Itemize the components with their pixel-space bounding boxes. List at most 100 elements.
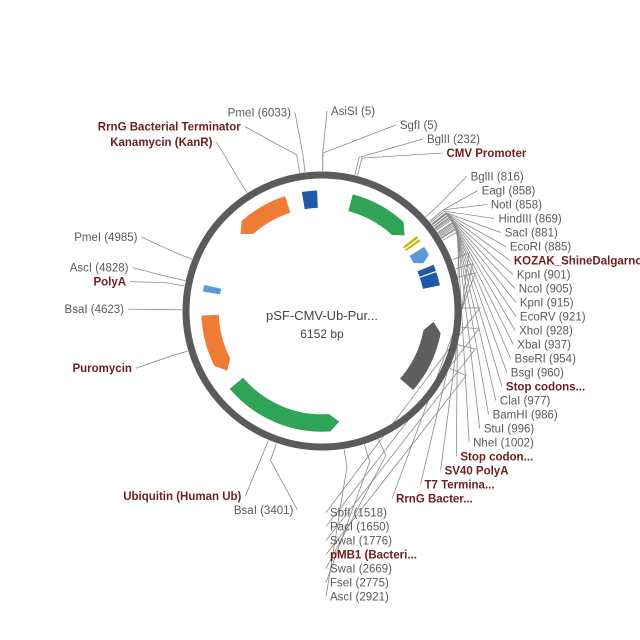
feature-rrng-bacterial-terminator-2 xyxy=(419,271,441,290)
feature-label-t7-termina: T7 Termina... xyxy=(424,480,494,492)
site-label-stui-996: StuI (996) xyxy=(484,424,535,436)
leader-lines xyxy=(128,110,517,597)
site-label-swai-2669: SwaI (2669) xyxy=(330,564,392,576)
site-label-asisi-5: AsiSI (5) xyxy=(331,106,375,118)
leader-rrng-bacterial-terminator xyxy=(244,126,301,173)
leader-stop-codons xyxy=(438,223,503,387)
site-label-xhoi-928: XhoI (928) xyxy=(519,326,573,338)
feature-label-sv40-polya: SV40 PolyA xyxy=(445,466,509,478)
site-label-hindiii-869: HindIII (869) xyxy=(498,214,561,226)
feature-ubiquitin-human-ub xyxy=(228,376,341,433)
plasmid-name: pSF-CMV-Ub-Pur... xyxy=(266,308,378,323)
leader-bsai-3401 xyxy=(270,443,298,511)
leader-xhoi-928 xyxy=(435,218,516,331)
site-label-pmei-6033: PmeI (6033) xyxy=(228,107,291,119)
leader-stop-codon xyxy=(442,230,459,457)
map-labels: AsiSI (5) SgfI (5) BglII (232) CMV Promoter… xyxy=(65,106,640,604)
site-label-bsai-3401: BsaI (3401) xyxy=(234,505,294,517)
site-label-bglii-816: BglII (816) xyxy=(471,172,524,184)
leader-kozak-shinedalgarno xyxy=(432,213,511,261)
leader-cmv-promoter xyxy=(356,152,443,176)
site-label-eagi-858: EagI (858) xyxy=(482,186,536,198)
feature-label-cmv-promoter: CMV Promoter xyxy=(446,148,526,160)
leader-polya xyxy=(130,281,185,287)
feature-label-rrng-bacter: RrnG Bacter... xyxy=(396,494,473,506)
feature-label-polya: PolyA xyxy=(93,277,126,289)
feature-rrng-bacterial-terminator xyxy=(301,189,319,210)
leader-clai-977 xyxy=(439,224,497,401)
site-label-pmei-4985: PmeI (4985) xyxy=(74,232,137,244)
feature-label-kanamycin-kanr: Kanamycin (KanR) xyxy=(110,137,212,149)
site-label-swai-1776: SwaI (1776) xyxy=(330,536,392,548)
feature-label-rrng-bacterial-terminator: RrnG Bacterial Terminator xyxy=(98,121,241,133)
leader-saci-881 xyxy=(431,212,501,233)
leader-swai-1776 xyxy=(325,344,477,541)
feature-label-ubiquitin-human-ub: Ubiquitin (Human Ub) xyxy=(123,491,241,503)
leader-rrng-bacter xyxy=(391,272,476,499)
site-label-bseri-954: BseRI (954) xyxy=(515,354,577,366)
leader-fsei-2775 xyxy=(325,444,371,583)
feature-sv40-polya xyxy=(416,263,437,278)
site-label-saci-881: SacI (881) xyxy=(505,228,558,240)
site-label-noti-858: NotI (858) xyxy=(491,200,542,212)
feature-puromycin xyxy=(200,314,231,372)
site-label-kpni-901: KpnI (901) xyxy=(517,270,571,282)
feature-arcs xyxy=(200,189,442,433)
feature-label-puromycin: Puromycin xyxy=(72,363,131,375)
feature-label-pmb1-bacteri: pMB1 (Bacteri... xyxy=(330,550,417,562)
site-label-bsai-4623: BsaI (4623) xyxy=(65,304,125,316)
leader-asci-2921 xyxy=(325,449,348,597)
leader-noti-858 xyxy=(429,204,487,222)
site-label-ecorv-921: EcoRV (921) xyxy=(520,312,586,324)
feature-label-kozak-shinedalgarno: KOZAK_ShineDalgarno xyxy=(514,256,640,268)
feature-polya xyxy=(202,284,222,296)
site-label-bglii-232: BglII (232) xyxy=(427,134,480,146)
site-label-sgfi-5: SgfI (5) xyxy=(400,120,438,132)
leader-pmb1-bacteri xyxy=(325,367,467,555)
feature-kanamycin-kanr xyxy=(239,195,292,235)
leader-stui-996 xyxy=(440,227,481,429)
leader-swai-2669 xyxy=(325,438,387,569)
site-label-clai-977: ClaI (977) xyxy=(500,396,551,408)
site-label-xbai-937: XbaI (937) xyxy=(517,340,571,352)
leader-sv40-polya xyxy=(440,252,470,471)
leader-kpni-901 xyxy=(433,214,514,275)
leader-bsgi-960 xyxy=(438,222,508,373)
site-label-sbfi-1518: SbfI (1518) xyxy=(330,508,387,520)
feature-cmv-promoter xyxy=(347,193,406,237)
site-label-asci-2921: AscI (2921) xyxy=(330,592,389,604)
leader-xbai-937 xyxy=(436,219,514,345)
leader-hindiii-869 xyxy=(430,210,495,223)
leader-t7-termina xyxy=(420,263,474,485)
site-label-bsgi-960: BsgI (960) xyxy=(511,368,564,380)
leader-bamhi-986 xyxy=(440,225,489,415)
leader-pmei-4985 xyxy=(141,236,193,260)
leader-bseri-954 xyxy=(437,221,511,359)
leader-ecori-885 xyxy=(431,212,507,247)
site-label-nhei-1002: NheI (1002) xyxy=(473,438,534,450)
leader-asci-4828 xyxy=(132,267,186,282)
leader-ubiquitin-human-ub xyxy=(245,440,269,496)
leader-kanamycin-kanr xyxy=(216,141,248,193)
site-label-ncoi-905: NcoI (905) xyxy=(519,284,573,296)
leader-kpni-915 xyxy=(434,216,517,303)
feature-stop-codons xyxy=(404,238,422,252)
leader-paci-1650 xyxy=(325,326,480,527)
leader-bsai-4623 xyxy=(128,308,183,311)
leader-puromycin xyxy=(135,350,188,369)
site-label-kpni-915: KpnI (915) xyxy=(520,298,574,310)
leader-ecorv-921 xyxy=(434,217,517,317)
site-label-fsei-2775: FseI (2775) xyxy=(330,578,389,590)
feature-kozak-shinedalgarno xyxy=(402,235,420,250)
leader-eagi-858 xyxy=(429,190,478,222)
feature-label-stop-codons: Stop codons... xyxy=(506,382,585,394)
leader-bglii-232 xyxy=(354,138,424,176)
site-label-ecori-885: EcoRI (885) xyxy=(510,242,572,254)
leader-nhei-1002 xyxy=(441,228,470,443)
feature-label-stop-codon: Stop codon... xyxy=(460,452,533,464)
site-label-paci-1650: PacI (1650) xyxy=(330,522,390,534)
site-label-asci-4828: AscI (4828) xyxy=(70,263,129,275)
leader-sgfi-5 xyxy=(322,124,396,172)
leader-bglii-816 xyxy=(425,176,467,218)
